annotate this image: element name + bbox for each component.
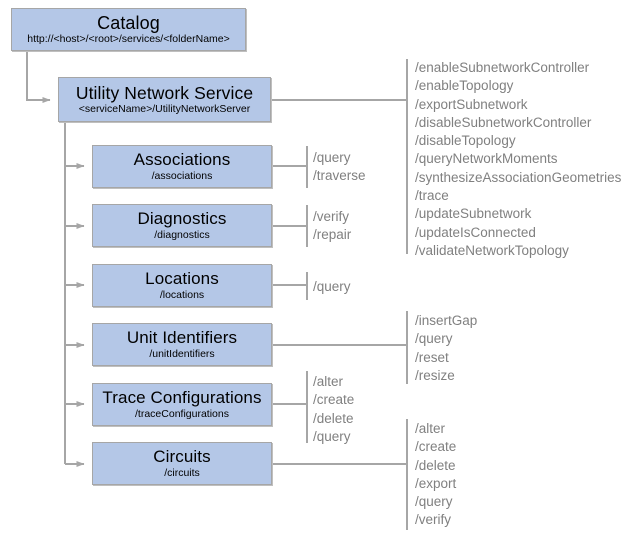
operation-name: /alter — [415, 421, 446, 436]
operations-list-associations: /query/traverse — [313, 149, 366, 186]
operation-name: /query — [415, 494, 453, 510]
operation-name: /validateNetworkTopology — [415, 242, 569, 258]
operations-list-trace-configurations: /alter/create/delete/query — [313, 373, 354, 446]
edge-catalog-to-service — [26, 51, 51, 103]
operations-list-circuits: /alter/create/delete/export/query/verify — [415, 420, 456, 530]
node-trace-configurations-path: /traceConfigurations — [135, 407, 229, 420]
operation-name: /updateIsConnected — [415, 224, 536, 240]
operation-name: /query — [313, 279, 351, 294]
operation-name: /delete — [415, 457, 456, 473]
operation-name: /trace — [415, 188, 449, 204]
node-unit-identifiers-title: Unit Identifiers — [126, 327, 238, 347]
operation-name: /insertGap — [415, 313, 478, 328]
operations-list-utility-network-service: /enableSubnetworkController/enableTopolo… — [415, 59, 621, 260]
node-diagnostics[interactable]: Diagnostics /diagnostics — [92, 204, 272, 247]
operation-name: /queryNetworkMoments — [415, 151, 558, 167]
operation-name: /create — [415, 439, 457, 455]
operations-list-diagnostics: /verify/repair — [313, 208, 351, 245]
operation-name: /resize — [415, 367, 455, 383]
operation-name: /query — [415, 331, 453, 347]
node-circuits[interactable]: Circuits /circuits — [92, 442, 272, 485]
node-locations-path: /locations — [159, 288, 205, 301]
operation-name: /updateSubnetwork — [415, 206, 532, 222]
operation-name: /alter — [313, 374, 344, 389]
node-associations[interactable]: Associations /associations — [92, 145, 272, 188]
node-diagnostics-path: /diagnostics — [154, 228, 210, 241]
operations-list-unit-identifiers: /insertGap/query/reset/resize — [415, 312, 477, 385]
operation-name: /delete — [313, 410, 354, 426]
node-trace-configurations[interactable]: Trace Configurations /traceConfiguration… — [92, 383, 272, 426]
operation-name: /disableTopology — [415, 133, 516, 149]
operation-name: /create — [313, 392, 355, 408]
operation-name: /traverse — [313, 168, 366, 184]
node-associations-path: /associations — [151, 169, 213, 182]
node-locations[interactable]: Locations /locations — [92, 264, 272, 307]
operation-name: /verify — [415, 512, 452, 528]
operation-name: /export — [415, 475, 457, 491]
operations-list-locations: /query — [313, 278, 351, 296]
node-catalog-path: http://<host>/<root>/services/<folderNam… — [27, 32, 230, 45]
node-catalog-title: Catalog — [97, 12, 160, 33]
node-unit-identifiers[interactable]: Unit Identifiers /unitIdentifiers — [92, 323, 272, 366]
operation-name: /exportSubnetwork — [415, 96, 528, 112]
operation-name: /synthesizeAssociationGeometries — [415, 169, 622, 185]
operation-name: /query — [313, 150, 351, 165]
node-locations-title: Locations — [145, 268, 219, 288]
node-diagnostics-title: Diagnostics — [137, 208, 227, 228]
operation-name: /repair — [313, 227, 352, 243]
node-catalog[interactable]: Catalog http://<host>/<root>/services/<f… — [11, 8, 246, 51]
node-associations-title: Associations — [133, 149, 231, 169]
operation-name: /query — [313, 428, 351, 444]
operation-name: /disableSubnetworkController — [415, 114, 592, 130]
node-circuits-title: Circuits — [153, 446, 211, 466]
node-unit-identifiers-path: /unitIdentifiers — [149, 347, 215, 360]
node-utility-network-service-path: <serviceName>/UtilityNetworkServer — [78, 102, 251, 115]
operation-name: /enableTopology — [415, 78, 514, 94]
operation-name: /enableSubnetworkController — [415, 60, 590, 75]
node-circuits-path: /circuits — [164, 466, 200, 479]
operation-name: /verify — [313, 209, 350, 224]
node-utility-network-service-title: Utility Network Service — [75, 82, 254, 103]
node-trace-configurations-title: Trace Configurations — [102, 387, 262, 407]
operation-name: /reset — [415, 349, 449, 365]
node-utility-network-service[interactable]: Utility Network Service <serviceName>/Ut… — [58, 77, 271, 122]
